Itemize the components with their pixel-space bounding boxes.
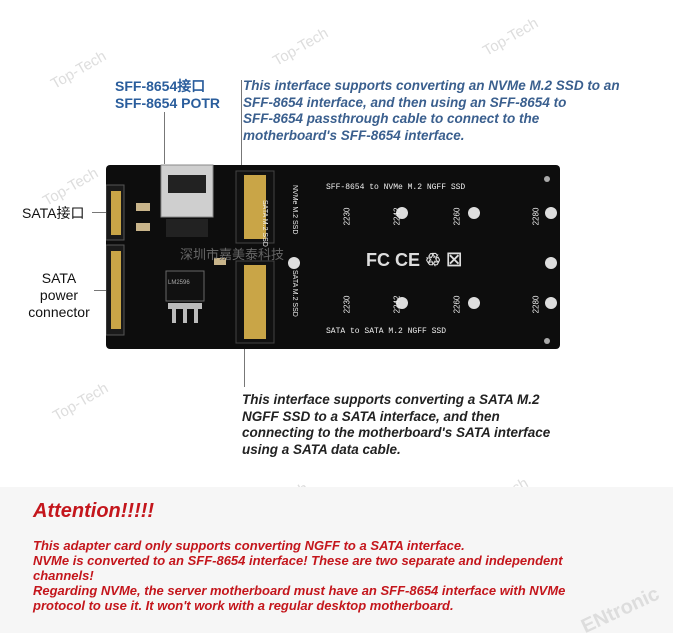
board-marks: FC CE ♲ ☒	[366, 250, 463, 270]
pointer-line	[164, 112, 165, 164]
pointer-line	[241, 80, 242, 166]
size-2230-bottom: 2230	[342, 295, 352, 314]
adapter-board	[105, 163, 562, 351]
size-2280-top: 2280	[531, 207, 541, 226]
size-2260-bottom: 2260	[452, 295, 462, 314]
watermark-cn: 深圳市嘉美泰科技	[180, 248, 285, 263]
pointer-line	[244, 345, 245, 387]
sata-power-label: SATA power connector	[28, 270, 90, 320]
size-2230-top: 2230	[342, 207, 352, 226]
pointer-line	[92, 212, 110, 213]
top-slot-label: SFF-8654 to NVMe M.2 NGFF SSD	[326, 183, 466, 192]
watermark: Top-Tech	[270, 24, 332, 70]
chip-text: LM2596	[168, 280, 190, 286]
vertical-label-sata-bottom: SATA M.2 SSD	[291, 270, 298, 317]
watermark: Top-Tech	[480, 14, 542, 60]
pointer-line	[94, 290, 108, 291]
attention-title: Attention!!!!!	[33, 500, 155, 522]
sff8654-label: SFF-8654接口 SFF-8654 POTR	[115, 78, 221, 111]
attention-text: This adapter card only supports converti…	[33, 538, 566, 613]
attention-panel	[0, 487, 673, 633]
sata-note: This interface supports converting a SAT…	[242, 392, 551, 457]
sata-port-label: SATA接口	[22, 205, 85, 221]
board-graphic	[105, 164, 560, 349]
size-2280-bottom: 2280	[531, 295, 541, 314]
watermark: Top-Tech	[40, 164, 102, 210]
vertical-label-nvme: NVMe M.2 SSD	[291, 185, 298, 235]
watermark: Top-Tech	[48, 47, 110, 93]
bottom-slot-label: SATA to SATA M.2 NGFF SSD	[326, 327, 447, 336]
size-2260-top: 2260	[452, 207, 462, 226]
size-2242-top: 2242	[392, 207, 402, 226]
size-2242-bottom: 2242	[392, 295, 402, 314]
nvme-note: This interface supports converting an NV…	[243, 78, 620, 143]
vertical-label-sata-top: SATA M.2 SSD	[261, 200, 268, 247]
watermark: Top-Tech	[50, 379, 112, 425]
